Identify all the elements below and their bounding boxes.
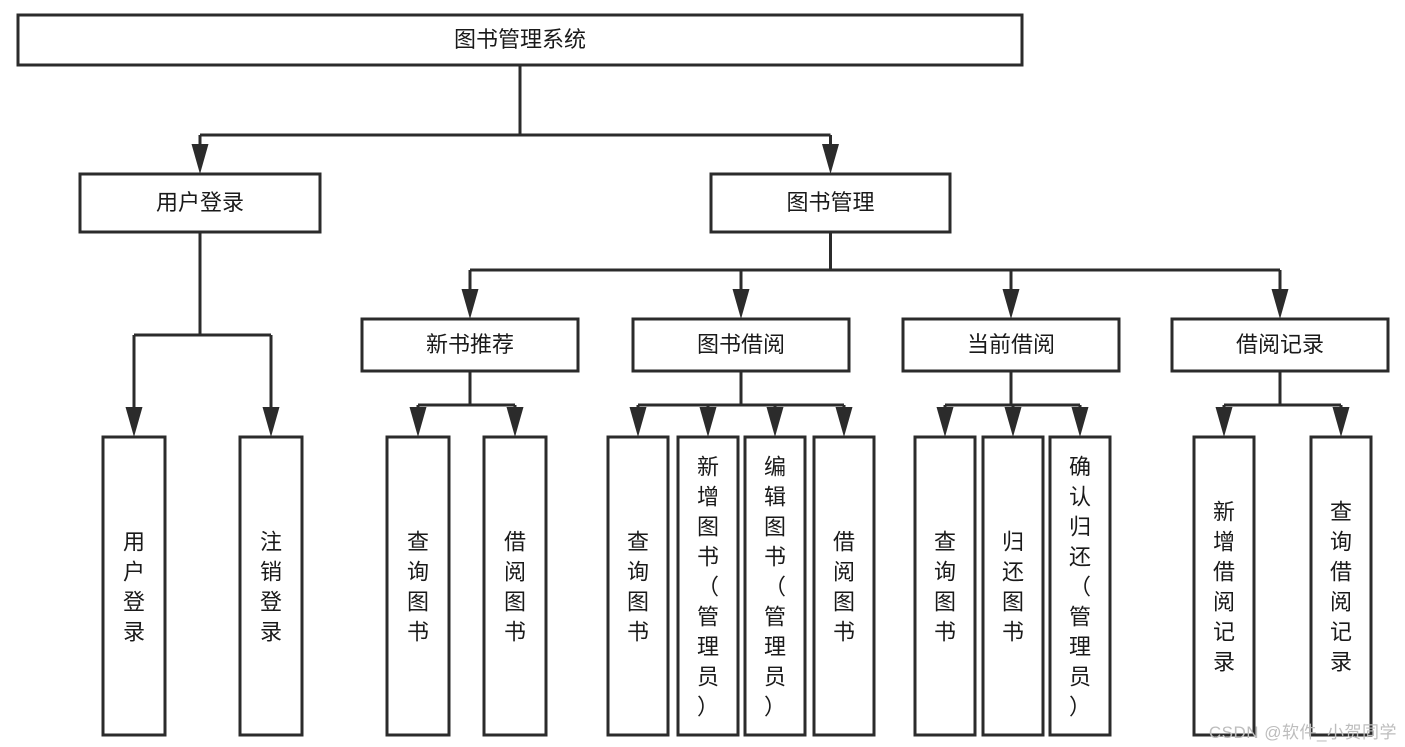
node-label: 查询图书 [407,529,429,644]
node-leaf_12[interactable]: 查询借阅记录 [1309,435,1373,737]
arrow-head-icon [629,407,647,437]
node-box[interactable] [901,317,1121,373]
node-box[interactable] [482,435,548,737]
node-box[interactable] [360,317,580,373]
node-box[interactable] [812,435,876,737]
arrow-head-icon [1004,407,1022,437]
node-box[interactable] [1309,435,1373,737]
node-label: 借阅图书 [504,529,526,644]
node-layer: 图书管理系统用户登录图书管理新书推荐图书借阅当前借阅借阅记录用户登录注销登录查询… [16,13,1390,737]
node-label: 编辑图书（管理员） [764,454,786,719]
arrow-head-icon [835,407,853,437]
arrow-head-icon [822,144,839,174]
node-box[interactable] [631,317,851,373]
node-box[interactable] [709,172,952,234]
arrow-head-icon [461,289,479,319]
node-box[interactable] [1170,317,1390,373]
node-leaf_9[interactable]: 归还图书 [981,435,1045,737]
node-label: 查询图书 [627,529,649,644]
node-label: 当前借阅 [967,332,1055,357]
arrow-head-icon [1271,289,1289,319]
node-l3_2[interactable]: 当前借阅 [901,317,1121,373]
node-box[interactable] [743,435,807,737]
node-box[interactable] [385,435,451,737]
node-label: 图书管理系统 [454,27,586,52]
connector-group [191,65,839,174]
node-label: 注销登录 [260,529,282,644]
node-leaf_0[interactable]: 用户登录 [101,435,167,737]
node-label: 新书推荐 [426,332,514,357]
node-leaf_1[interactable]: 注销登录 [238,435,304,737]
arrow-head-icon [732,289,750,319]
connector-group [461,232,1289,319]
node-box[interactable] [981,435,1045,737]
node-l3_3[interactable]: 借阅记录 [1170,317,1390,373]
connector-group [1215,371,1350,437]
node-leaf_11[interactable]: 新增借阅记录 [1192,435,1256,737]
node-leaf_10[interactable]: 确认归还（管理员） [1048,435,1112,737]
arrow-head-icon [1002,289,1020,319]
node-leaf_3[interactable]: 借阅图书 [482,435,548,737]
node-label: 新增借阅记录 [1213,499,1235,674]
node-l3_1[interactable]: 图书借阅 [631,317,851,373]
node-box[interactable] [676,435,740,737]
arrow-head-icon [506,407,524,437]
node-label: 用户登录 [123,529,145,644]
node-box[interactable] [101,435,167,737]
node-leaf_5[interactable]: 新增图书（管理员） [676,435,740,737]
node-label: 确认归还（管理员） [1069,454,1091,719]
arrow-head-icon [936,407,954,437]
node-box[interactable] [606,435,670,737]
node-label: 图书管理 [786,190,874,215]
node-root[interactable]: 图书管理系统 [16,13,1024,67]
node-box[interactable] [78,172,322,234]
connector-group [936,371,1089,437]
node-l3_0[interactable]: 新书推荐 [360,317,580,373]
connector-group [629,371,853,437]
arrow-head-icon [125,407,143,437]
arrow-head-icon [1215,407,1233,437]
node-l2_0[interactable]: 用户登录 [78,172,322,234]
arrow-head-icon [409,407,427,437]
node-leaf_2[interactable]: 查询图书 [385,435,451,737]
node-box[interactable] [913,435,977,737]
arrow-head-icon [766,407,784,437]
node-leaf_4[interactable]: 查询图书 [606,435,670,737]
arrow-head-icon [262,407,280,437]
node-l2_1[interactable]: 图书管理 [709,172,952,234]
arrow-head-icon [191,144,209,174]
node-leaf_7[interactable]: 借阅图书 [812,435,876,737]
node-label: 图书借阅 [697,332,785,357]
connector-group [409,371,524,437]
node-box[interactable] [1048,435,1112,737]
node-box[interactable] [238,435,304,737]
connector-layer [125,65,1350,437]
node-label: 借阅图书 [833,529,855,644]
node-leaf_8[interactable]: 查询图书 [913,435,977,737]
node-label: 查询图书 [934,529,956,644]
arrow-head-icon [699,407,717,437]
node-label: 借阅记录 [1236,332,1324,357]
arrow-head-icon [1071,407,1089,437]
node-box[interactable] [16,13,1024,67]
node-label: 用户登录 [156,190,244,215]
node-label: 查询借阅记录 [1330,499,1352,674]
connector-group [125,232,280,437]
csdn-watermark: CSDN @软件_小贺同学 [1208,723,1397,742]
node-label: 归还图书 [1002,529,1024,644]
node-leaf_6[interactable]: 编辑图书（管理员） [743,435,807,737]
node-label: 新增图书（管理员） [697,454,719,719]
arrow-head-icon [1332,407,1350,437]
node-box[interactable] [1192,435,1256,737]
